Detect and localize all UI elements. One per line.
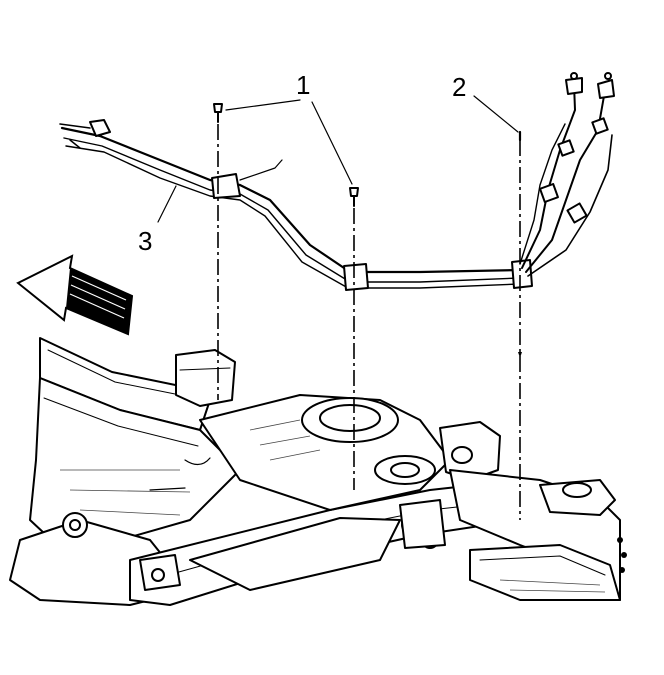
fastener-center <box>349 187 359 207</box>
fastener-right <box>518 130 522 358</box>
callout-leaders <box>157 95 519 223</box>
front-direction-arrow-icon <box>16 254 134 336</box>
alignment-lines <box>217 124 521 520</box>
vehicle-frame <box>9 337 627 606</box>
callout-label-3: 3 <box>138 226 152 256</box>
callout-label-1: 1 <box>296 70 310 100</box>
fastener-left <box>213 103 223 123</box>
fuel-line-assembly <box>59 72 615 291</box>
callout-label-2: 2 <box>452 72 466 102</box>
